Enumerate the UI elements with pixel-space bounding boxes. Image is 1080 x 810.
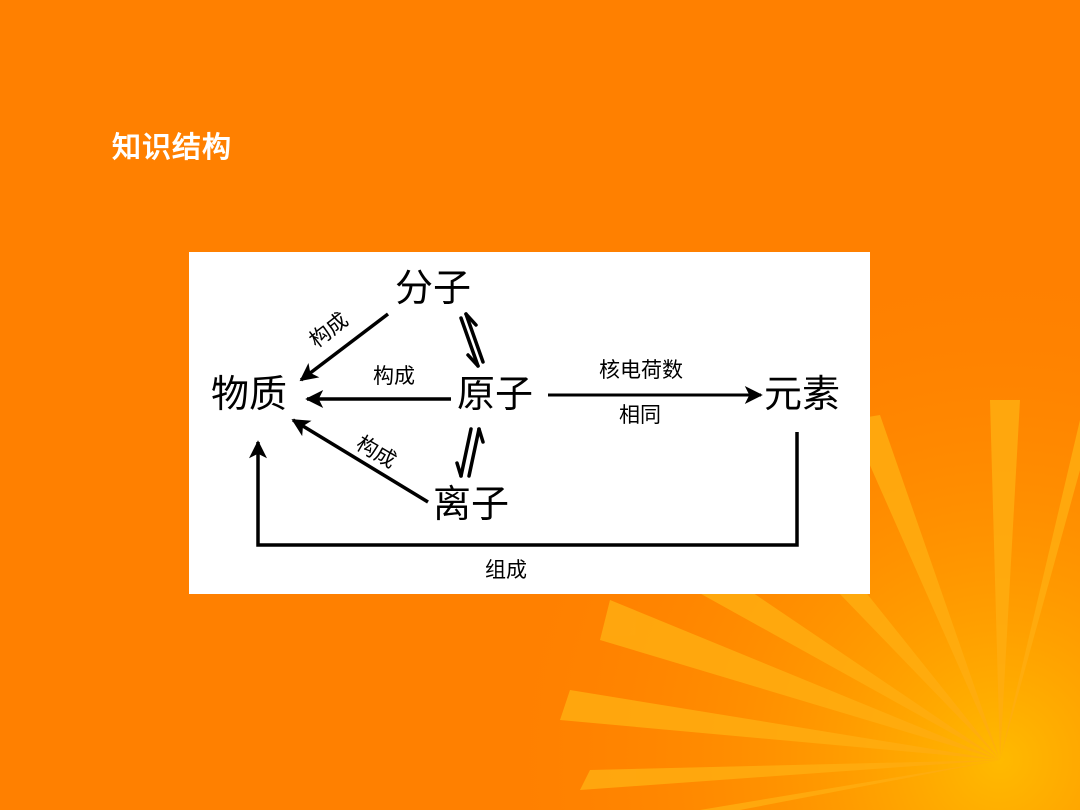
equilibrium-molecule-atom — [459, 312, 485, 368]
node-molecule: 分子 — [395, 266, 472, 310]
node-matter: 物质 — [211, 372, 288, 416]
label-atom-to-matter: 构成 — [373, 364, 415, 388]
label-atom-to-element-top: 核电荷数 — [599, 358, 683, 382]
label-atom-to-element-bottom: 相同 — [619, 403, 661, 427]
arrow-molecule-to-matter — [299, 312, 390, 382]
slide-title: 知识结构 — [112, 130, 233, 164]
node-element: 元素 — [764, 372, 841, 416]
node-ion: 离子 — [433, 482, 510, 526]
diagram-arrows — [249, 312, 799, 547]
equilibrium-atom-ion — [455, 427, 485, 478]
arrow-element-to-matter — [249, 432, 799, 547]
knowledge-structure-diagram: 分子 物质 原子 元素 离子 构成 构成 构成 核电荷数 相同 组成 — [189, 252, 870, 594]
label-element-to-matter: 组成 — [485, 558, 527, 582]
arrow-ion-to-matter — [291, 418, 429, 504]
node-atom: 原子 — [457, 372, 534, 416]
